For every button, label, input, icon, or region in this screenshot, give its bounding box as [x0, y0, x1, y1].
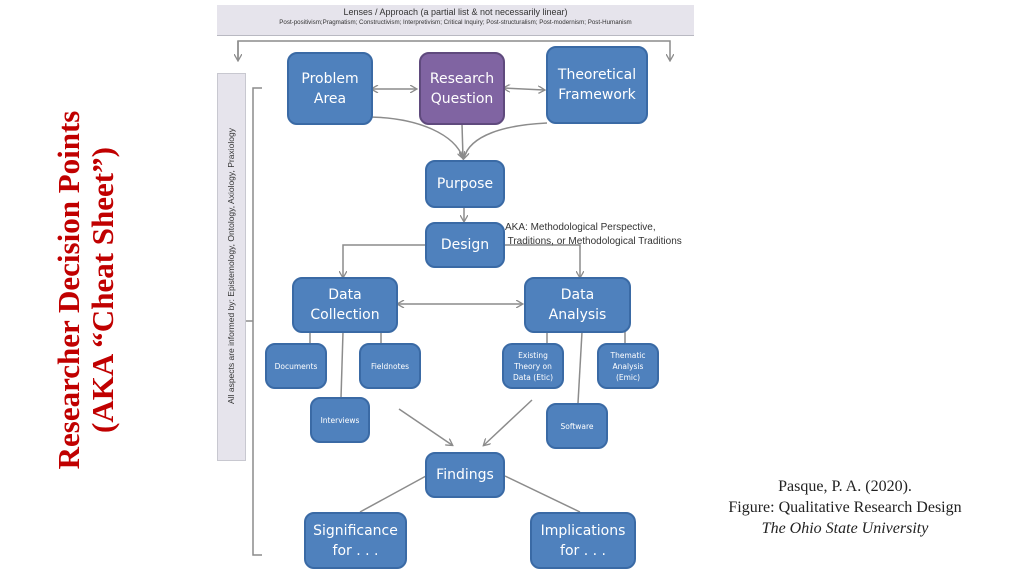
lenses-title: Lenses / Approach (a partial list & not …	[343, 7, 568, 17]
arrow-design-collection	[343, 244, 425, 277]
node-implications: Implications for . . .	[530, 512, 636, 569]
side-note-bar	[217, 73, 246, 461]
arrow-design-analysis	[504, 244, 580, 277]
side-bracket	[252, 87, 262, 556]
node-software: Software	[546, 403, 608, 449]
link-analysis-software	[577, 331, 583, 404]
arrow-theory-purpose	[464, 122, 548, 158]
side-note-text: All aspects are informed by: Epistemolog…	[226, 128, 236, 404]
link-collection-interviews	[340, 331, 344, 399]
lenses-bar: Lenses / Approach (a partial list & not …	[217, 5, 694, 36]
node-existing-theory: Existing Theory on Data (Etic)	[502, 343, 564, 389]
lenses-list: Post-positivism;Pragmatism; Constructivi…	[279, 19, 632, 26]
node-data-analysis: Data Analysis	[524, 277, 631, 333]
node-problem-area: Problem Area	[287, 52, 373, 125]
node-documents: Documents	[265, 343, 327, 389]
link-findings-significance	[359, 475, 427, 513]
citation-institution: The Ohio State University	[761, 520, 929, 537]
arrow-problem-purpose	[369, 116, 463, 158]
node-significance: Significance for . . .	[304, 512, 407, 569]
arrow-analysis-findings	[484, 399, 533, 445]
node-design: Design	[425, 222, 505, 268]
node-research-question: Research Question	[419, 52, 505, 125]
citation: Pasque, P. A. (2020). Figure: Qualitativ…	[700, 476, 990, 539]
node-purpose: Purpose	[425, 160, 505, 208]
design-note: AKA: Methodological Perspective, Traditi…	[505, 222, 682, 247]
citation-author: Pasque, P. A. (2020).	[778, 478, 912, 495]
link-findings-implications	[504, 475, 581, 513]
node-interviews: Interviews	[310, 397, 370, 443]
arrow-research-purpose	[462, 123, 463, 158]
node-fieldnotes: Fieldnotes	[359, 343, 421, 389]
node-theoretical-framework: Theoretical Framework	[546, 46, 648, 124]
node-data-collection: Data Collection	[292, 277, 398, 333]
node-thematic-analysis: Thematic Analysis (Emic)	[597, 343, 659, 389]
arrow-interviews-findings	[398, 408, 452, 445]
arrow-research-theory	[504, 88, 544, 90]
citation-figure: Figure: Qualitative Research Design	[728, 499, 962, 516]
node-findings: Findings	[425, 452, 505, 498]
